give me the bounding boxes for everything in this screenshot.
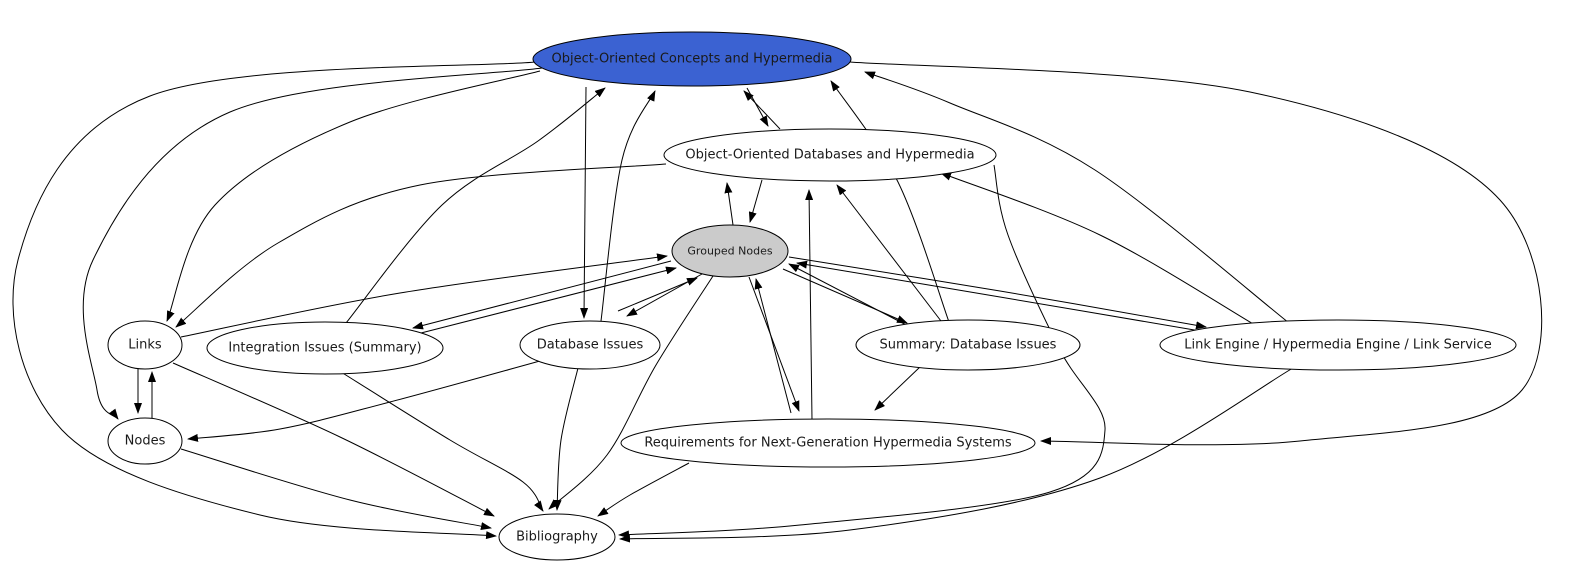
edge-le-to-ooch (864, 71, 1290, 324)
node-nodes-ellipse[interactable] (107, 417, 183, 465)
node-nodes[interactable]: Nodes (107, 417, 183, 465)
edge-le-to-oodh (940, 172, 1256, 326)
node-di[interactable]: Database Issues (519, 320, 661, 370)
node-req-ellipse[interactable] (620, 418, 1036, 468)
node-sdi-label: Summary: Database Issues (880, 338, 1057, 353)
node-oodh-ellipse[interactable] (663, 128, 997, 182)
node-ooch-label: Object-Oriented Concepts and Hypermedia (552, 52, 833, 67)
edge-nodes-to-bib (180, 448, 492, 530)
edge-gn-to-req (748, 276, 800, 412)
edge-ooch-to-bib (12, 61, 537, 540)
edge-oodh-to-bib (618, 164, 1106, 539)
edge-gn-to-oodh (724, 182, 734, 226)
node-sdi[interactable]: Summary: Database Issues (855, 319, 1081, 371)
edge-sdi-to-gn (788, 263, 915, 330)
node-links-label: Links (128, 338, 162, 353)
node-links[interactable]: Links (107, 320, 183, 370)
node-le[interactable]: Link Engine / Hypermedia Engine / Link S… (1159, 319, 1517, 371)
edge-gn-to-sdi (782, 268, 908, 324)
edge-gn-to-iis (412, 260, 672, 330)
edge-le-to-bib (619, 367, 1294, 543)
node-gn[interactable]: Grouped Nodes (671, 224, 789, 278)
edge-sdi-to-ooch (830, 80, 950, 323)
node-iis-label: Integration Issues (Summary) (228, 341, 421, 356)
node-ooch-ellipse[interactable] (532, 31, 852, 87)
edge-req-to-oodh (805, 189, 814, 421)
edge-links-to-bib (172, 362, 495, 517)
node-ooch[interactable]: Object-Oriented Concepts and Hypermedia (532, 31, 852, 87)
node-le-label: Link Engine / Hypermedia Engine / Link S… (1184, 338, 1491, 353)
edge-ooch-to-oodh (746, 87, 769, 127)
edge-ooch-to-di (580, 86, 589, 319)
edge-le-to-gn (796, 260, 1213, 334)
node-bib[interactable]: Bibliography (498, 513, 616, 561)
node-sdi-ellipse[interactable] (855, 319, 1081, 371)
node-req[interactable]: Requirements for Next-Generation Hyperme… (620, 418, 1036, 468)
node-bib-label: Bibliography (516, 530, 598, 545)
node-nodes-label: Nodes (125, 434, 166, 449)
edge-sdi-to-req (874, 365, 922, 411)
edge-req-to-gn (754, 278, 792, 414)
edge-iis-to-bib (340, 371, 544, 512)
edge-iis-to-gn (420, 266, 677, 334)
node-req-label: Requirements for Next-Generation Hyperme… (644, 436, 1012, 451)
edge-ooch-to-req (849, 61, 1543, 446)
node-iis[interactable]: Integration Issues (Summary) (206, 321, 444, 375)
node-gn-ellipse[interactable] (671, 224, 789, 278)
node-bib-ellipse[interactable] (498, 513, 616, 561)
edge-gn-to-bib (548, 275, 714, 510)
node-gn-label: Grouped Nodes (687, 245, 772, 258)
edge-links-to-gn (180, 253, 668, 338)
node-links-ellipse[interactable] (107, 320, 183, 370)
edge-sdi-to-oodh (836, 184, 942, 322)
edge-di-to-nodes (187, 360, 541, 442)
edge-oodh-to-gn (748, 179, 763, 223)
edge-oodh-to-links (175, 163, 667, 328)
edge-ooch-to-links (166, 70, 541, 322)
edge-di-to-bib (553, 367, 579, 511)
edge-ooch-to-nodes (82, 67, 543, 420)
node-oodh[interactable]: Object-Oriented Databases and Hypermedia (663, 128, 997, 182)
edge-di-to-gn (617, 277, 698, 312)
node-le-ellipse[interactable] (1159, 319, 1517, 371)
node-iis-ellipse[interactable] (206, 321, 444, 375)
edge-gn-to-le (788, 256, 1207, 330)
edge-req-to-bib (597, 462, 690, 517)
node-di-ellipse[interactable] (519, 320, 661, 370)
edge-di-to-ooch (600, 90, 656, 322)
node-oodh-label: Object-Oriented Databases and Hypermedia (685, 148, 974, 163)
edge-oodh-to-ooch (743, 90, 781, 130)
edge-layer (12, 61, 1543, 543)
node-di-label: Database Issues (537, 338, 644, 353)
edge-iis-to-ooch (345, 87, 606, 324)
node-layer: Object-Oriented Concepts and HypermediaO… (107, 31, 1517, 561)
